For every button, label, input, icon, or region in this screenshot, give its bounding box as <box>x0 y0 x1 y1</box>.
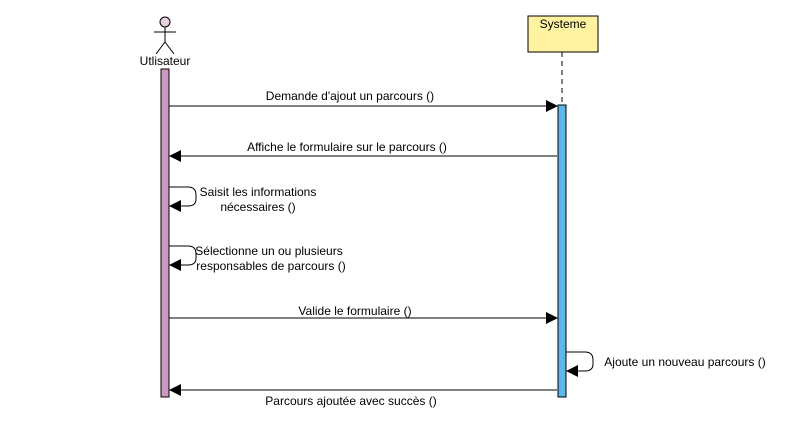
message-label: Affiche le formulaire sur le parcours () <box>247 140 447 154</box>
message-label-line2: responsables de parcours () <box>196 259 345 273</box>
message-1[interactable]: Demande d'ajout un parcours () <box>169 89 558 112</box>
message-label: Demande d'ajout un parcours () <box>266 89 434 103</box>
self-message-arrow <box>566 351 594 377</box>
message-label-line2: nécessaires () <box>220 200 295 214</box>
message-label: Ajoute un nouveau parcours () <box>604 355 765 369</box>
message-2[interactable]: Affiche le formulaire sur le parcours () <box>169 140 557 162</box>
message-6[interactable]: Ajoute un nouveau parcours () <box>566 351 766 377</box>
actor-leg-left <box>155 41 166 55</box>
actor-utilisateur[interactable]: Utlisateur <box>140 16 191 68</box>
actor-label: Utlisateur <box>140 54 191 68</box>
message-7[interactable]: Parcours ajoutée avec succès () <box>169 384 557 408</box>
participant-label: Systeme <box>540 17 587 31</box>
message-label: Parcours ajoutée avec succès () <box>265 394 436 408</box>
self-message-arrow <box>169 186 197 212</box>
system-activation[interactable] <box>557 104 567 398</box>
participant-box <box>527 15 599 53</box>
message-5[interactable]: Valide le formulaire () <box>169 304 558 324</box>
message-label: Sélectionne un ou plusieurs <box>195 244 342 258</box>
user-lifeline[interactable] <box>160 68 170 398</box>
message-label: Saisit les informations <box>200 185 317 199</box>
actor-leg-right <box>164 41 175 55</box>
participant-systeme[interactable]: Systeme <box>527 15 599 53</box>
message-4[interactable]: Sélectionne un ou plusieurs responsables… <box>169 244 346 273</box>
message-3[interactable]: Saisit les informations nécessaires () <box>169 185 316 214</box>
actor-head <box>159 16 171 28</box>
self-message-arrow <box>169 245 197 271</box>
message-label: Valide le formulaire () <box>298 304 411 318</box>
